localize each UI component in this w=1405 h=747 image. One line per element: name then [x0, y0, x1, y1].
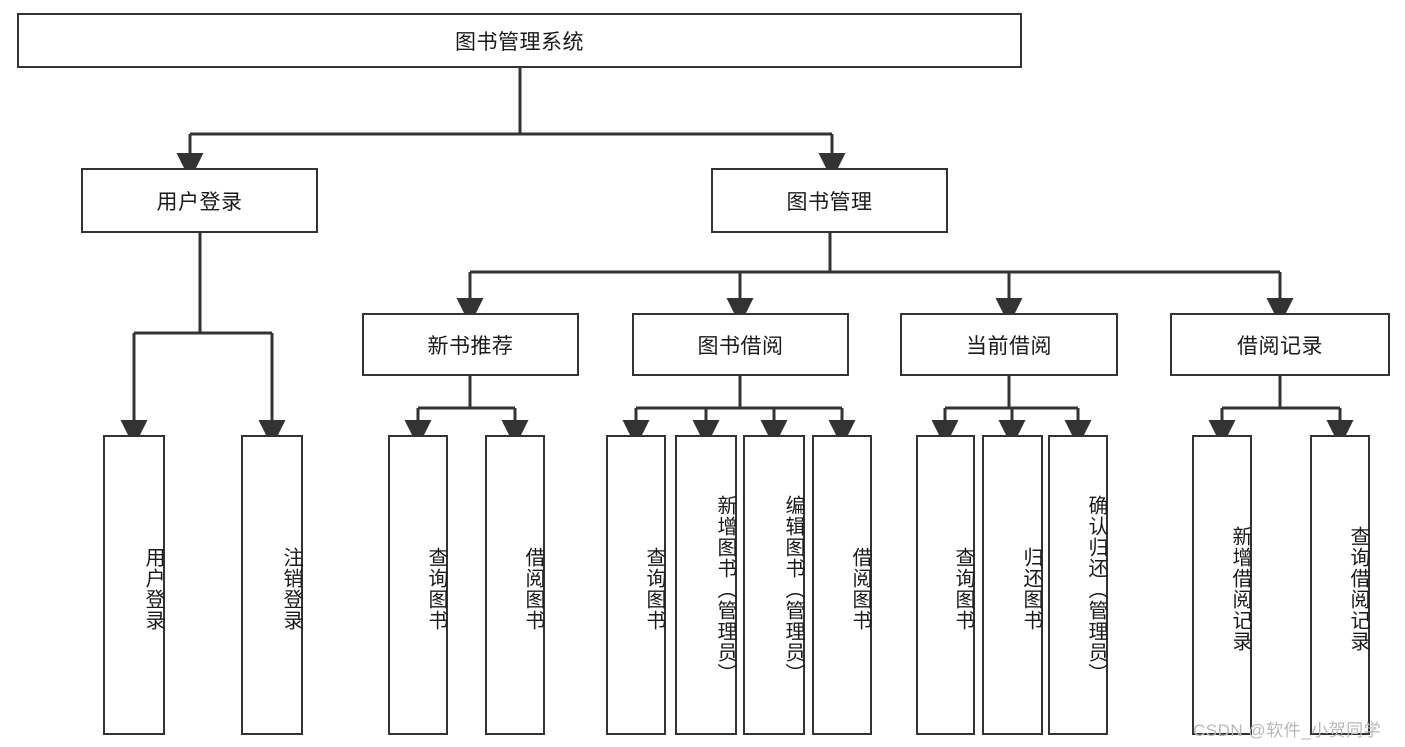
- leaf-edit-book-admin-label: 编辑图书（管理员）: [782, 494, 804, 684]
- leaf-borrow-books-borrow-label: 借阅图书: [849, 547, 871, 631]
- leaf-confirm-return-admin-label: 确认归还（管理员）: [1085, 494, 1107, 684]
- leaf-logout-label: 注销登录: [280, 547, 302, 631]
- node-borrow-records[interactable]: 借阅记录: [1170, 313, 1390, 376]
- leaf-return-books[interactable]: 归还图书: [982, 435, 1043, 735]
- leaf-user-login[interactable]: 用户登录: [103, 435, 165, 735]
- leaf-borrow-books-new-label: 借阅图书: [522, 547, 544, 631]
- leaf-edit-book-admin[interactable]: 编辑图书（管理员）: [743, 435, 805, 735]
- node-book-borrow[interactable]: 图书借阅: [632, 313, 849, 376]
- leaf-query-borrow-record[interactable]: 查询借阅记录: [1310, 435, 1370, 735]
- leaf-confirm-return-admin[interactable]: 确认归还（管理员）: [1048, 435, 1108, 735]
- node-book-management-label: 图书管理: [786, 190, 873, 214]
- leaf-query-borrow-record-label: 查询借阅记录: [1347, 526, 1369, 652]
- leaf-add-book-admin-label: 新增图书（管理员）: [714, 494, 736, 684]
- leaf-borrow-books-new[interactable]: 借阅图书: [485, 435, 545, 735]
- leaf-query-books-current[interactable]: 查询图书: [916, 435, 975, 735]
- node-user-login[interactable]: 用户登录: [81, 168, 318, 233]
- node-book-borrow-label: 图书借阅: [697, 334, 784, 358]
- node-new-book-recommend[interactable]: 新书推荐: [362, 313, 579, 376]
- node-current-borrow-label: 当前借阅: [966, 334, 1052, 358]
- leaf-query-books-new-label: 查询图书: [425, 547, 447, 631]
- leaf-query-books-borrow-label: 查询图书: [643, 547, 665, 631]
- node-new-book-recommend-label: 新书推荐: [427, 334, 514, 358]
- leaf-user-login-label: 用户登录: [142, 547, 164, 631]
- node-user-login-label: 用户登录: [156, 190, 243, 214]
- csdn-watermark: CSDN @软件_小贺同学: [1193, 721, 1382, 740]
- leaf-query-books-borrow[interactable]: 查询图书: [606, 435, 666, 735]
- node-borrow-records-label: 借阅记录: [1237, 334, 1323, 358]
- node-root[interactable]: 图书管理系统: [17, 13, 1022, 68]
- leaf-add-borrow-record-label: 新增借阅记录: [1229, 526, 1251, 652]
- leaf-borrow-books-borrow[interactable]: 借阅图书: [812, 435, 872, 735]
- leaf-query-books-new[interactable]: 查询图书: [388, 435, 448, 735]
- node-book-management[interactable]: 图书管理: [711, 168, 948, 233]
- leaf-add-borrow-record[interactable]: 新增借阅记录: [1192, 435, 1252, 735]
- leaf-query-books-current-label: 查询图书: [952, 547, 974, 631]
- node-current-borrow[interactable]: 当前借阅: [900, 313, 1118, 376]
- node-root-label: 图书管理系统: [455, 30, 584, 54]
- leaf-return-books-label: 归还图书: [1020, 547, 1042, 631]
- leaf-logout[interactable]: 注销登录: [241, 435, 303, 735]
- leaf-add-book-admin[interactable]: 新增图书（管理员）: [675, 435, 737, 735]
